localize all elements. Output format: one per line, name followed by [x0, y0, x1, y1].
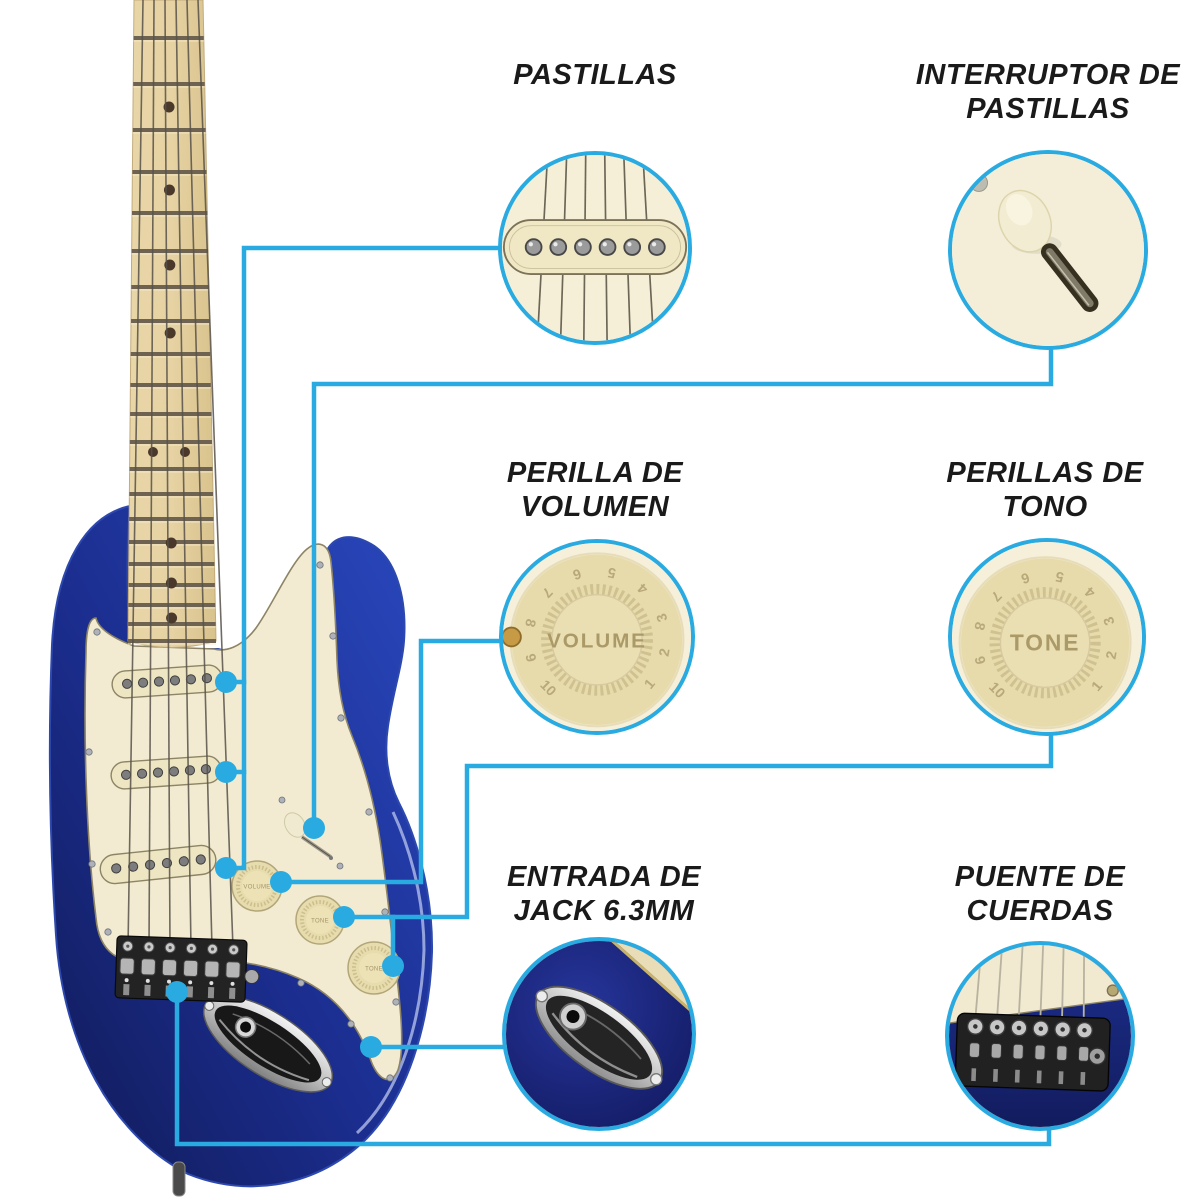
tone-knob-2: TONE	[347, 941, 401, 995]
screw-glint	[503, 626, 522, 648]
guitar-neck	[127, 0, 217, 648]
svg-text:5: 5	[1054, 567, 1065, 584]
label-volumen: PERILLA DE VOLUMEN	[506, 457, 684, 523]
svg-text:VOLUME: VOLUME	[243, 885, 270, 891]
knurl-ring	[989, 587, 1101, 699]
svg-text:VOLUME: VOLUME	[547, 629, 647, 652]
svg-text:2: 2	[1104, 650, 1121, 661]
callout-circle-entrada	[502, 937, 696, 1131]
lock-screws	[966, 1018, 1093, 1039]
svg-text:5: 5	[606, 564, 617, 581]
callout-circle-interruptor	[948, 150, 1148, 350]
volume-knob: VOLUME	[231, 860, 283, 912]
jack-photo	[506, 941, 692, 1127]
label-pastillas: PASTILLAS	[513, 59, 677, 91]
label-tono: PERILLAS DE TONO	[946, 457, 1144, 523]
knurl-ring	[541, 583, 653, 696]
saddles	[968, 1042, 1090, 1062]
intonation-screws	[971, 1068, 1086, 1085]
callout-circle-puente	[945, 941, 1135, 1131]
svg-text:9: 9	[522, 652, 540, 664]
bridge-saddles	[119, 940, 241, 999]
pole-pieces	[524, 238, 666, 256]
label-puente: PUENTE DE CUERDAS	[954, 861, 1126, 927]
svg-text:8: 8	[970, 620, 987, 632]
svg-text:9: 9	[971, 655, 989, 667]
pickguard-edge-detail	[949, 945, 1131, 1024]
svg-text:2: 2	[656, 647, 673, 658]
svg-text:TONE: TONE	[311, 919, 329, 925]
svg-text:TONE: TONE	[365, 967, 383, 973]
strap-pin	[172, 1161, 186, 1197]
label-interruptor: INTERRUPTOR DE PASTILLAS	[915, 59, 1181, 125]
label-entrada: ENTRADA DE JACK 6.3MM	[506, 861, 702, 927]
svg-text:8: 8	[522, 617, 539, 629]
switch-photo	[952, 154, 1144, 346]
bridge-block-detail	[954, 1012, 1111, 1092]
bridge-photo	[949, 945, 1131, 1127]
tone-knob-1: TONE	[295, 895, 345, 945]
switch-slot-detail	[1040, 243, 1099, 312]
pickup-photo	[502, 155, 688, 341]
jack-plate-detail	[534, 985, 664, 1090]
svg-text:TONE: TONE	[1010, 629, 1081, 655]
callout-circle-pastillas	[498, 151, 692, 345]
bridge	[114, 935, 260, 1003]
